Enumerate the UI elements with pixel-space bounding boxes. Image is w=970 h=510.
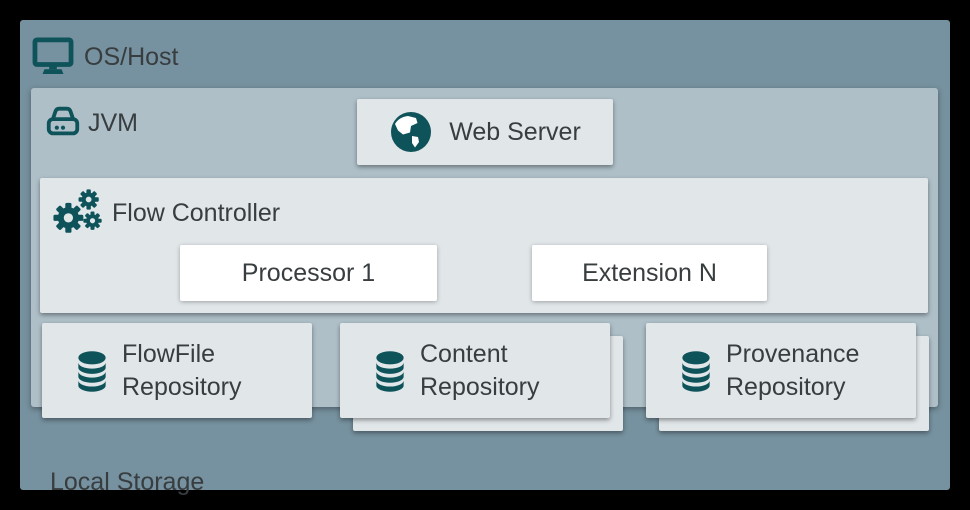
web-server-box: Web Server [357,99,613,165]
os-host-label: OS/Host [84,43,179,71]
content-repository-card: Content Repository [340,323,610,418]
provenance-repository-label: Provenance Repository [726,339,860,401]
hard-drive-icon [44,103,82,141]
processor-1-label: Processor 1 [241,259,376,287]
web-server-label: Web Server [449,118,581,146]
jvm-label: JVM [88,109,138,137]
processor-1-box: Processor 1 [180,245,437,301]
flowfile-repository-label: FlowFile Repository [122,339,242,401]
local-storage-label: Local Storage [50,468,205,496]
extension-n-box: Extension N [532,245,767,301]
gears-icon [52,187,106,239]
database-icon [76,349,108,393]
flow-controller-box: Flow Controller Processor 1 Extension N [40,178,928,313]
database-icon [680,349,712,393]
database-icon [374,349,406,393]
flow-controller-label: Flow Controller [112,199,281,227]
content-repository-label: Content Repository [420,339,540,401]
flowfile-repository-card: FlowFile Repository [42,323,312,418]
globe-icon [389,110,433,154]
monitor-icon [32,37,74,75]
provenance-repository-card: Provenance Repository [646,323,916,418]
extension-n-label: Extension N [582,259,717,287]
